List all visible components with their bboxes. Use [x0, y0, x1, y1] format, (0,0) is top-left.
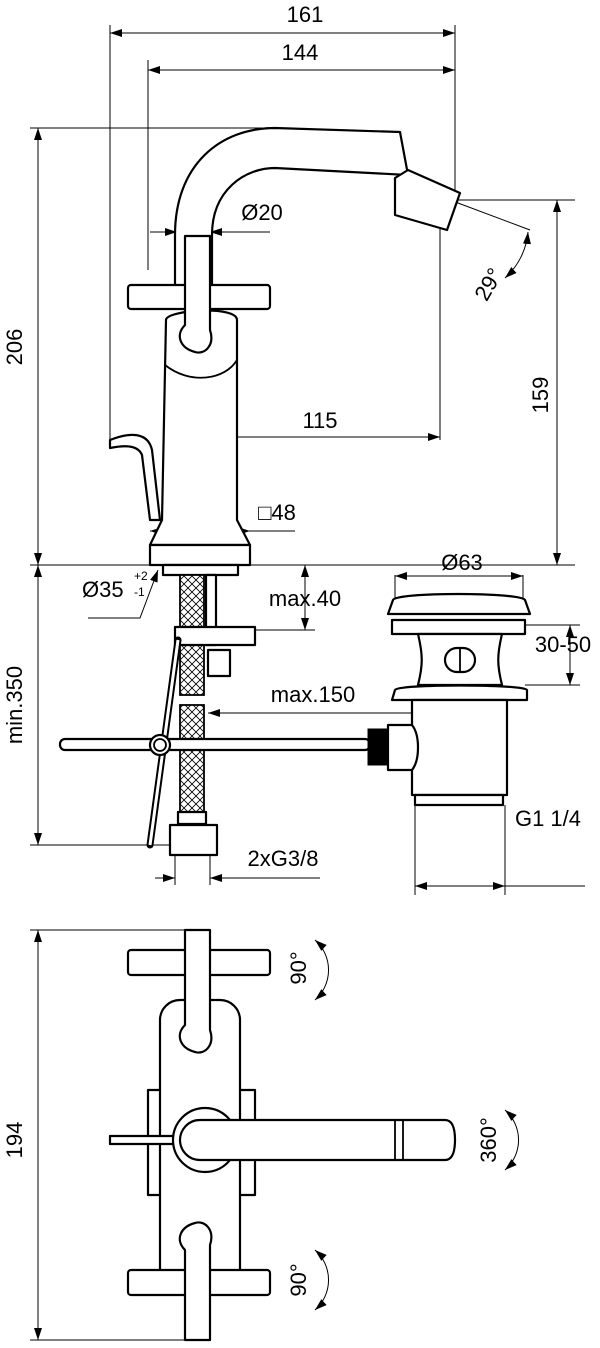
dim-waste-thread: G1 1/4	[515, 806, 581, 831]
handle-stem	[178, 234, 213, 354]
dim-206: 206	[2, 329, 27, 366]
rod-clip	[148, 733, 172, 757]
dim-115: 115	[302, 408, 337, 433]
dim-161: 161	[287, 2, 324, 27]
bottom-handle-stem	[178, 1221, 213, 1342]
base-plate	[148, 543, 252, 567]
shank	[161, 563, 240, 577]
dim-waste-diameter: Ø63	[441, 550, 483, 575]
dim-max-40: max.40	[269, 586, 341, 611]
waste-tail	[410, 698, 509, 797]
nozzle	[393, 168, 462, 232]
side-view-labels: 161 144 Ø20 206 29° 159 115 □48 Ø35 +2 -…	[2, 2, 591, 871]
dim-144: 144	[282, 40, 319, 65]
dim-159: 159	[528, 377, 553, 414]
top-handle-stem	[178, 928, 213, 1054]
rotation-arc-spout	[504, 1109, 519, 1171]
dim-30-50: 30-50	[535, 632, 591, 657]
dim-supply-thread: 2xG3/8	[248, 846, 319, 871]
side-view: 161 144 Ø20 206 29° 159 115 □48 Ø35 +2 -…	[2, 2, 591, 895]
waste-fitting	[367, 592, 532, 807]
dim-194: 194	[2, 1122, 27, 1159]
rod-seal	[367, 728, 389, 766]
fixing-clamp	[173, 625, 257, 647]
spout-plan	[178, 1118, 457, 1162]
plan-view: 194 90° 360° 90°	[2, 928, 519, 1342]
rotation-spout-label: 360°	[476, 1117, 501, 1163]
spout	[173, 126, 410, 302]
dim-nozzle-angle: 29°	[469, 264, 507, 305]
rotation-bottom-label: 90°	[286, 1263, 311, 1296]
waste-thread	[413, 793, 505, 807]
waste-ring	[390, 618, 527, 636]
rotation-arc-top	[314, 939, 329, 1001]
connector-nut	[206, 648, 232, 678]
rotation-top-label: 90°	[286, 951, 311, 984]
rotation-arc-bottom	[314, 1249, 329, 1311]
lever-plan	[108, 1134, 182, 1146]
rod-connector	[386, 723, 420, 772]
dim-base-square: □48	[258, 500, 296, 525]
faucet-body	[108, 126, 462, 567]
dim-hole-diameter: Ø35	[82, 577, 124, 602]
dim-hole-tol-minus: -1	[134, 585, 145, 599]
dim-hole-tol-plus: +2	[134, 569, 148, 583]
hose-nut	[168, 823, 219, 857]
hose-ferrule	[176, 810, 208, 826]
dimension-lines	[34, 29, 585, 890]
pop-up-rod	[58, 737, 372, 752]
dim-max-150: max.150	[271, 682, 355, 707]
waste-flange	[390, 684, 529, 702]
waste-plug	[386, 592, 532, 616]
dim-min-350: min.350	[2, 666, 27, 744]
pop-up-lever	[108, 433, 162, 522]
dim-spout-diameter: Ø20	[241, 200, 283, 225]
flex-hose-lower	[179, 704, 205, 816]
